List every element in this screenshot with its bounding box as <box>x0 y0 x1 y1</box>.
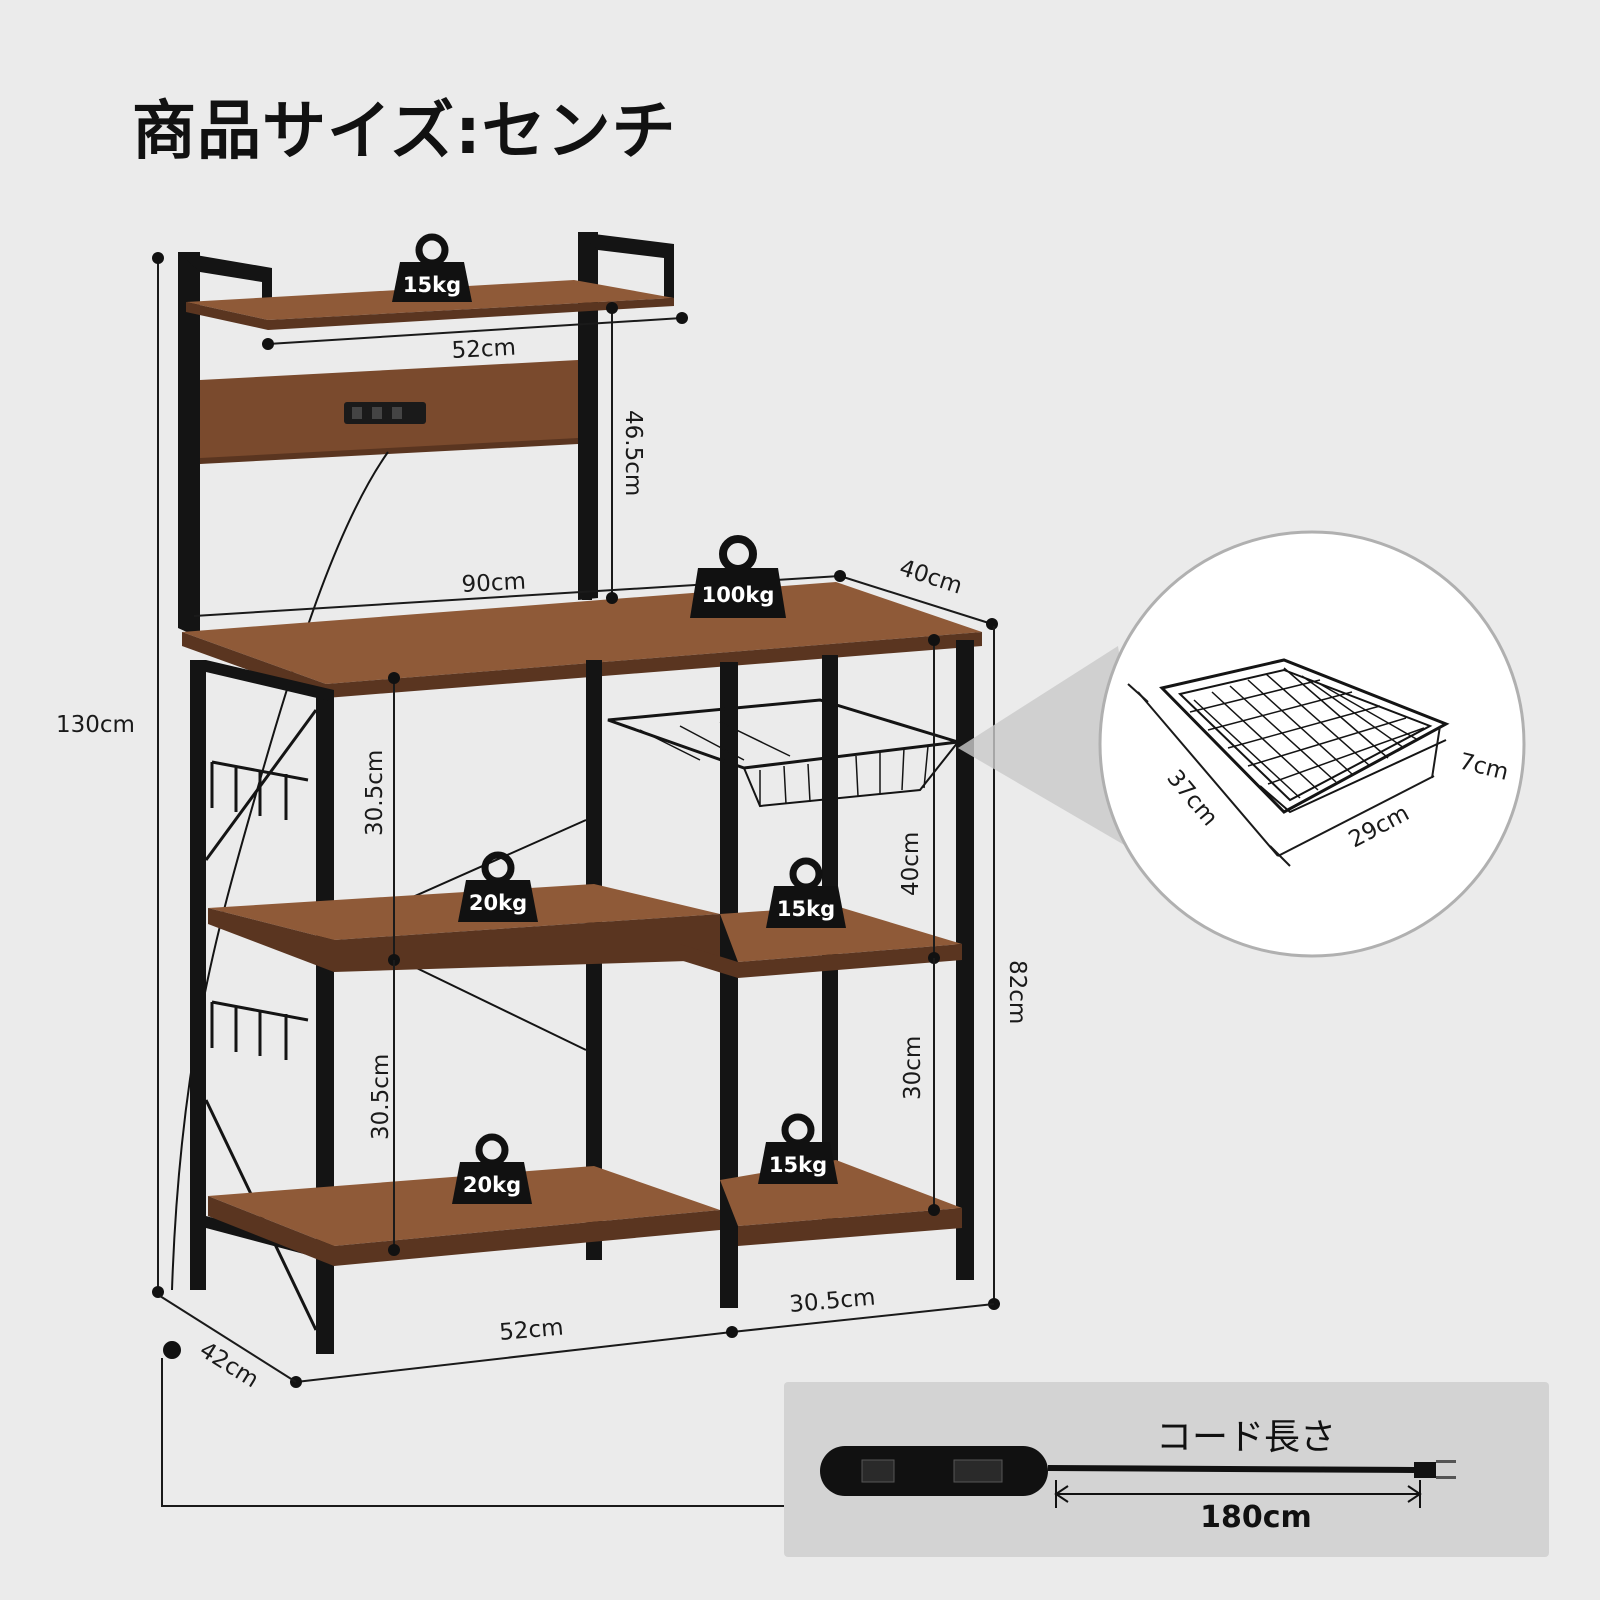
weight-badge-countertop: 100kg <box>690 535 786 618</box>
hutch-back-panel <box>200 360 578 464</box>
dim-bottom-depth: 42cm <box>195 1337 263 1393</box>
weight-top-label: 15kg <box>403 273 461 297</box>
dim-top-height: 46.5cm <box>620 410 646 496</box>
weight-badge-middle-left: 20kg <box>458 851 538 922</box>
weight-countertop-label: 100kg <box>702 583 775 607</box>
cord-length-value: 180cm <box>1200 1500 1312 1535</box>
dim-bottom-left-width: 52cm <box>498 1314 564 1346</box>
dim-lower-gap: 30.5cm <box>368 1054 394 1140</box>
basket-zoom-illustration <box>1159 658 1450 814</box>
weight-badge-middle-right: 15kg <box>766 857 846 928</box>
cord-length-title: コード長さ <box>1156 1417 1337 1458</box>
power-strip-illustration <box>820 1446 1456 1508</box>
bottom-right-shelf <box>720 1160 962 1246</box>
weight-badge-top: 15kg <box>392 233 472 302</box>
dim-total-width: 90cm <box>461 569 527 598</box>
dim-counter-height: 82cm <box>1004 960 1030 1024</box>
cord-length-panel: コード長さ 180cm <box>784 1382 1549 1557</box>
dim-top-shelf-width: 52cm <box>451 335 517 364</box>
basket-callout: 37cm 29cm 7cm <box>958 530 1526 958</box>
dim-depth: 40cm <box>896 555 965 600</box>
weight-badge-bottom-left: 20kg <box>452 1133 532 1204</box>
dimension-lines <box>152 252 1000 1507</box>
dim-bottom-right-width: 30.5cm <box>788 1285 876 1318</box>
dim-right-upper-gap: 40cm <box>898 832 924 896</box>
dim-right-lower-gap: 30cm <box>900 1036 926 1100</box>
plug-icon <box>1414 1462 1436 1478</box>
wire-basket <box>607 698 961 808</box>
power-strip-icon <box>820 1446 1048 1496</box>
weight-middle-left-label: 20kg <box>469 891 527 915</box>
weight-bottom-left-label: 20kg <box>463 1173 521 1197</box>
weight-badge-bottom-right: 15kg <box>758 1113 838 1184</box>
dim-total-height: 130cm <box>56 712 135 738</box>
bottom-left-shelf <box>208 1166 720 1266</box>
weight-bottom-right-label: 15kg <box>769 1153 827 1177</box>
dim-upper-gap: 30.5cm <box>362 750 388 836</box>
weight-middle-right-label: 15kg <box>777 897 835 921</box>
page-title: 商品サイズ:センチ <box>132 95 677 169</box>
side-hooks <box>210 760 309 1060</box>
power-strip-icon <box>344 402 426 424</box>
